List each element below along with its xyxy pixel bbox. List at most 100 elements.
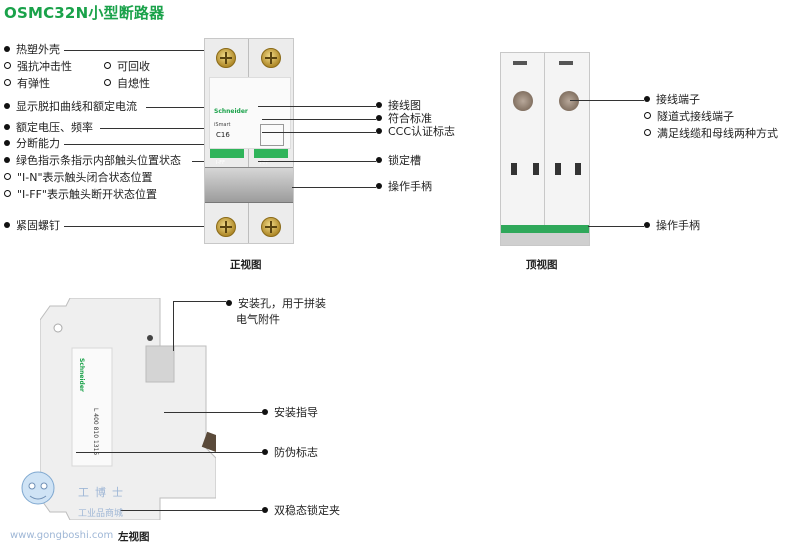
breaker-side: Schneider L 400 810 1315 [39, 297, 223, 521]
leader-line [258, 161, 376, 162]
leader-line [258, 106, 376, 107]
leader-line [64, 144, 204, 145]
terminal-screw-icon [261, 48, 281, 68]
bullet-dot [262, 409, 268, 415]
bullet-dot [4, 222, 10, 228]
caption-side: 左视图 [118, 531, 150, 543]
robot-icon [21, 471, 55, 505]
model-text: iSmart [214, 122, 231, 128]
bullet-dot [376, 128, 382, 134]
label-screw: 紧固螺钉 [4, 219, 60, 233]
bullet-dot [226, 300, 232, 306]
leader-line [164, 412, 262, 413]
label-handle-top: 操作手柄 [644, 219, 700, 233]
breaker-front: Schneider iSmart C16 I-FF I-FF [204, 38, 294, 244]
leader-line [192, 161, 204, 162]
indicator-bar-left: I-FF [210, 149, 244, 166]
leader-line [146, 107, 204, 108]
label-ccc: CCC认证标志 [376, 125, 455, 139]
bullet-dot [644, 222, 650, 228]
operating-handle-top [501, 225, 589, 233]
page-title: OSMC32N小型断路器 [4, 4, 165, 22]
bullet-dot [4, 124, 10, 130]
label-mount-hole: 安装孔，用于拼装 [226, 297, 326, 311]
brand-mark: Schneider [214, 108, 248, 115]
bullet-dot [376, 102, 382, 108]
bullet-circle [644, 112, 651, 119]
leader-line [64, 50, 204, 51]
leader-line [64, 226, 214, 227]
leader-line [173, 301, 174, 351]
leader-line [588, 226, 644, 227]
label-install-guide: 安装指导 [262, 406, 318, 420]
base-strip [501, 233, 589, 245]
bullet-circle [104, 62, 111, 69]
pole-divider [544, 53, 545, 245]
slot-mark [559, 61, 573, 65]
terminal-icon [559, 91, 579, 111]
bullet-dot [376, 183, 382, 189]
front-label-panel: Schneider iSmart C16 [209, 77, 291, 149]
side-brand: Schneider [78, 358, 85, 392]
label-wiring: 接线图 [376, 99, 421, 113]
label-indicator: 绿色指示条指示内部触头位置状态 [4, 154, 181, 168]
bullet-dot [376, 157, 382, 163]
label-breaking: 分断能力 [4, 137, 60, 151]
watermark-url: www.gongboshi.com [10, 530, 114, 541]
watermark-logo [16, 466, 60, 510]
label-handle: 操作手柄 [376, 180, 432, 194]
bullet-dot [262, 507, 268, 513]
label-impact: 强抗冲击性 [4, 60, 72, 74]
bullet-dot [376, 115, 382, 121]
bullet-dot [4, 103, 10, 109]
label-self-extinguish: 自熄性 [104, 77, 150, 91]
slot-mark [533, 163, 539, 175]
caption-top: 顶视图 [526, 259, 558, 271]
bullet-circle [4, 173, 11, 180]
label-anti-counterfeit: 防伪标志 [262, 446, 318, 460]
terminal-icon [513, 91, 533, 111]
fastening-screw-icon [216, 217, 236, 237]
bullet-circle [4, 62, 11, 69]
watermark-name: 工博士 [78, 486, 129, 499]
slot-mark [513, 61, 527, 65]
label-voltage: 额定电压、频率 [4, 121, 93, 135]
leader-line [262, 132, 376, 133]
label-standard: 符合标准 [376, 112, 432, 126]
label-lock-slot: 锁定槽 [376, 154, 421, 168]
caption-front: 正视图 [230, 259, 262, 271]
leader-line [262, 119, 376, 120]
label-trip-curve: 显示脱扣曲线和额定电流 [4, 100, 137, 114]
leader-line [570, 100, 644, 101]
bullet-circle [644, 129, 651, 136]
terminal-screw-icon [216, 48, 236, 68]
bullet-circle [4, 190, 11, 197]
bullet-circle [4, 79, 11, 86]
side-serial: L 400 810 1315 [92, 408, 99, 456]
operating-handle [205, 167, 293, 203]
leader-line [120, 510, 262, 511]
label-accessory: 电气附件 [236, 313, 280, 326]
side-outline [39, 297, 223, 521]
label-housing: 热塑外壳 [4, 43, 60, 57]
label-tunnel-terminal: 隧道式接线端子 [644, 110, 734, 124]
label-off-state: "I-FF"表示触头断开状态位置 [4, 188, 157, 202]
slot-mark [511, 163, 517, 175]
leader-line [76, 452, 262, 453]
bullet-dot [4, 157, 10, 163]
slot-mark [555, 163, 561, 175]
bullet-dot [644, 96, 650, 102]
label-cable-busbar: 满足线缆和母线两种方式 [644, 127, 778, 141]
label-on-state: "I-N"表示触头闭合状态位置 [4, 171, 153, 185]
fastening-screw-icon [261, 217, 281, 237]
wiring-diagram-icon [260, 124, 284, 146]
slot-mark [575, 163, 581, 175]
rating-text: C16 [216, 131, 230, 139]
leader-line [292, 187, 376, 188]
breaker-top [500, 52, 590, 246]
label-lock-clip: 双稳态锁定夹 [262, 504, 340, 518]
leader-line [173, 301, 226, 302]
bullet-dot [4, 140, 10, 146]
label-recyclable: 可回收 [104, 60, 150, 74]
leader-line [100, 128, 204, 129]
